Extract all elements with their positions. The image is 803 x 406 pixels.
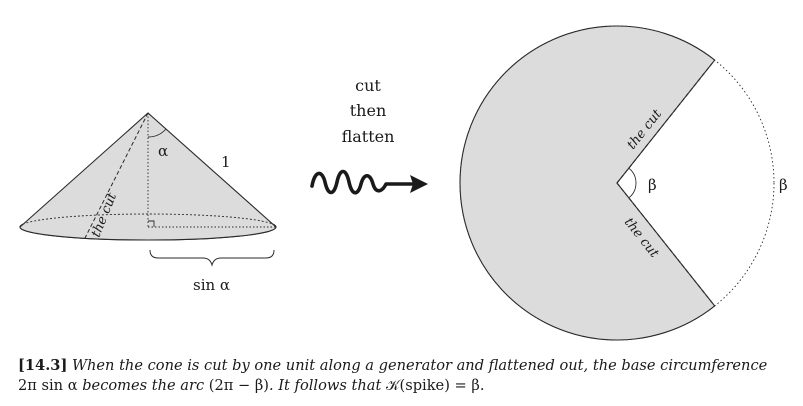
upper-cut-edge	[616, 59, 716, 184]
figure-caption: [14.3] When the cone is cut by one unit …	[18, 356, 788, 396]
alpha-label: α	[158, 142, 168, 160]
beta-angle-arc	[628, 167, 637, 199]
beta-angle-label: β	[648, 176, 657, 194]
flatten-word: flatten	[342, 127, 395, 146]
caption-expr-arc: (2π − β)	[208, 377, 270, 394]
cut-word: cut	[355, 76, 381, 95]
radius-brace	[149, 249, 275, 267]
alpha-arc	[147, 128, 167, 138]
lower-cut-edge	[616, 182, 716, 307]
cone: α 1 the cut sin α	[19, 112, 277, 294]
caption-text-2: becomes the arc	[77, 377, 209, 394]
sin-alpha-label: sin α	[193, 276, 230, 294]
slant-length-label: 1	[221, 153, 231, 171]
flattened-disc: β β the cut the cut	[459, 25, 788, 341]
cone-base-hidden-edge	[19, 213, 277, 228]
caption-expr-curvature: 𝒦(spike) = β	[385, 377, 480, 394]
arrow-head	[410, 175, 428, 193]
cone-cut-line	[83, 112, 149, 241]
beta-arc-label: β	[779, 176, 788, 194]
right-angle-mark	[148, 220, 155, 227]
squiggle-arrow	[310, 169, 416, 195]
figure: α 1 the cut sin α cut then flatten β β t…	[19, 25, 788, 341]
transformation-note: cut then flatten	[310, 76, 428, 195]
caption-text-4: .	[479, 377, 485, 394]
caption-text-3: . It follows that	[269, 377, 386, 394]
caption-number: [14.3]	[18, 357, 68, 374]
then-word: then	[350, 101, 387, 120]
sector-region	[459, 25, 716, 341]
caption-text-1: When the cone is cut by one unit along a…	[67, 357, 768, 374]
caption-expr-circumference: 2π sin α	[18, 377, 78, 394]
